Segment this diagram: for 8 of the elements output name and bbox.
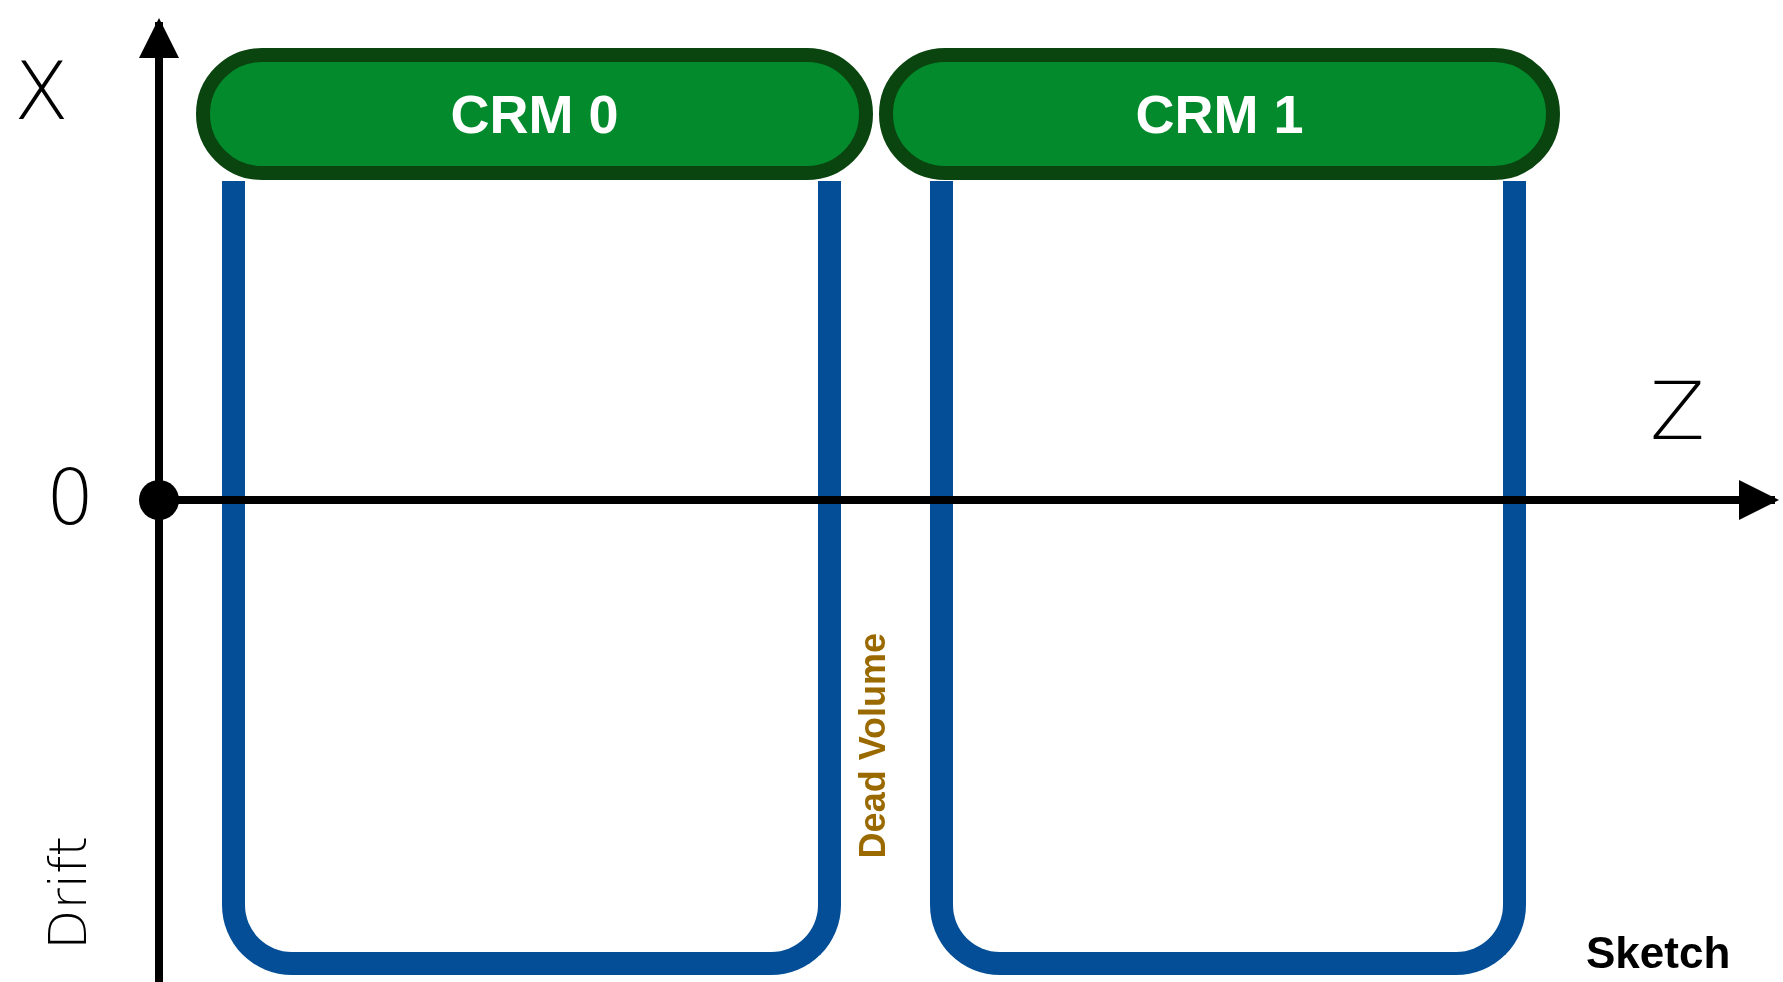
axis-label: X: [14, 52, 69, 132]
region-label: Dead Volume: [852, 633, 894, 859]
caption-text: Sketch: [1586, 928, 1731, 978]
axis-label: Z: [1650, 372, 1705, 452]
module-label: CRM 1: [1135, 83, 1304, 145]
axis-label: Drift: [42, 836, 94, 950]
module-label: CRM 0: [450, 83, 619, 145]
origin-label: 0: [46, 460, 95, 536]
